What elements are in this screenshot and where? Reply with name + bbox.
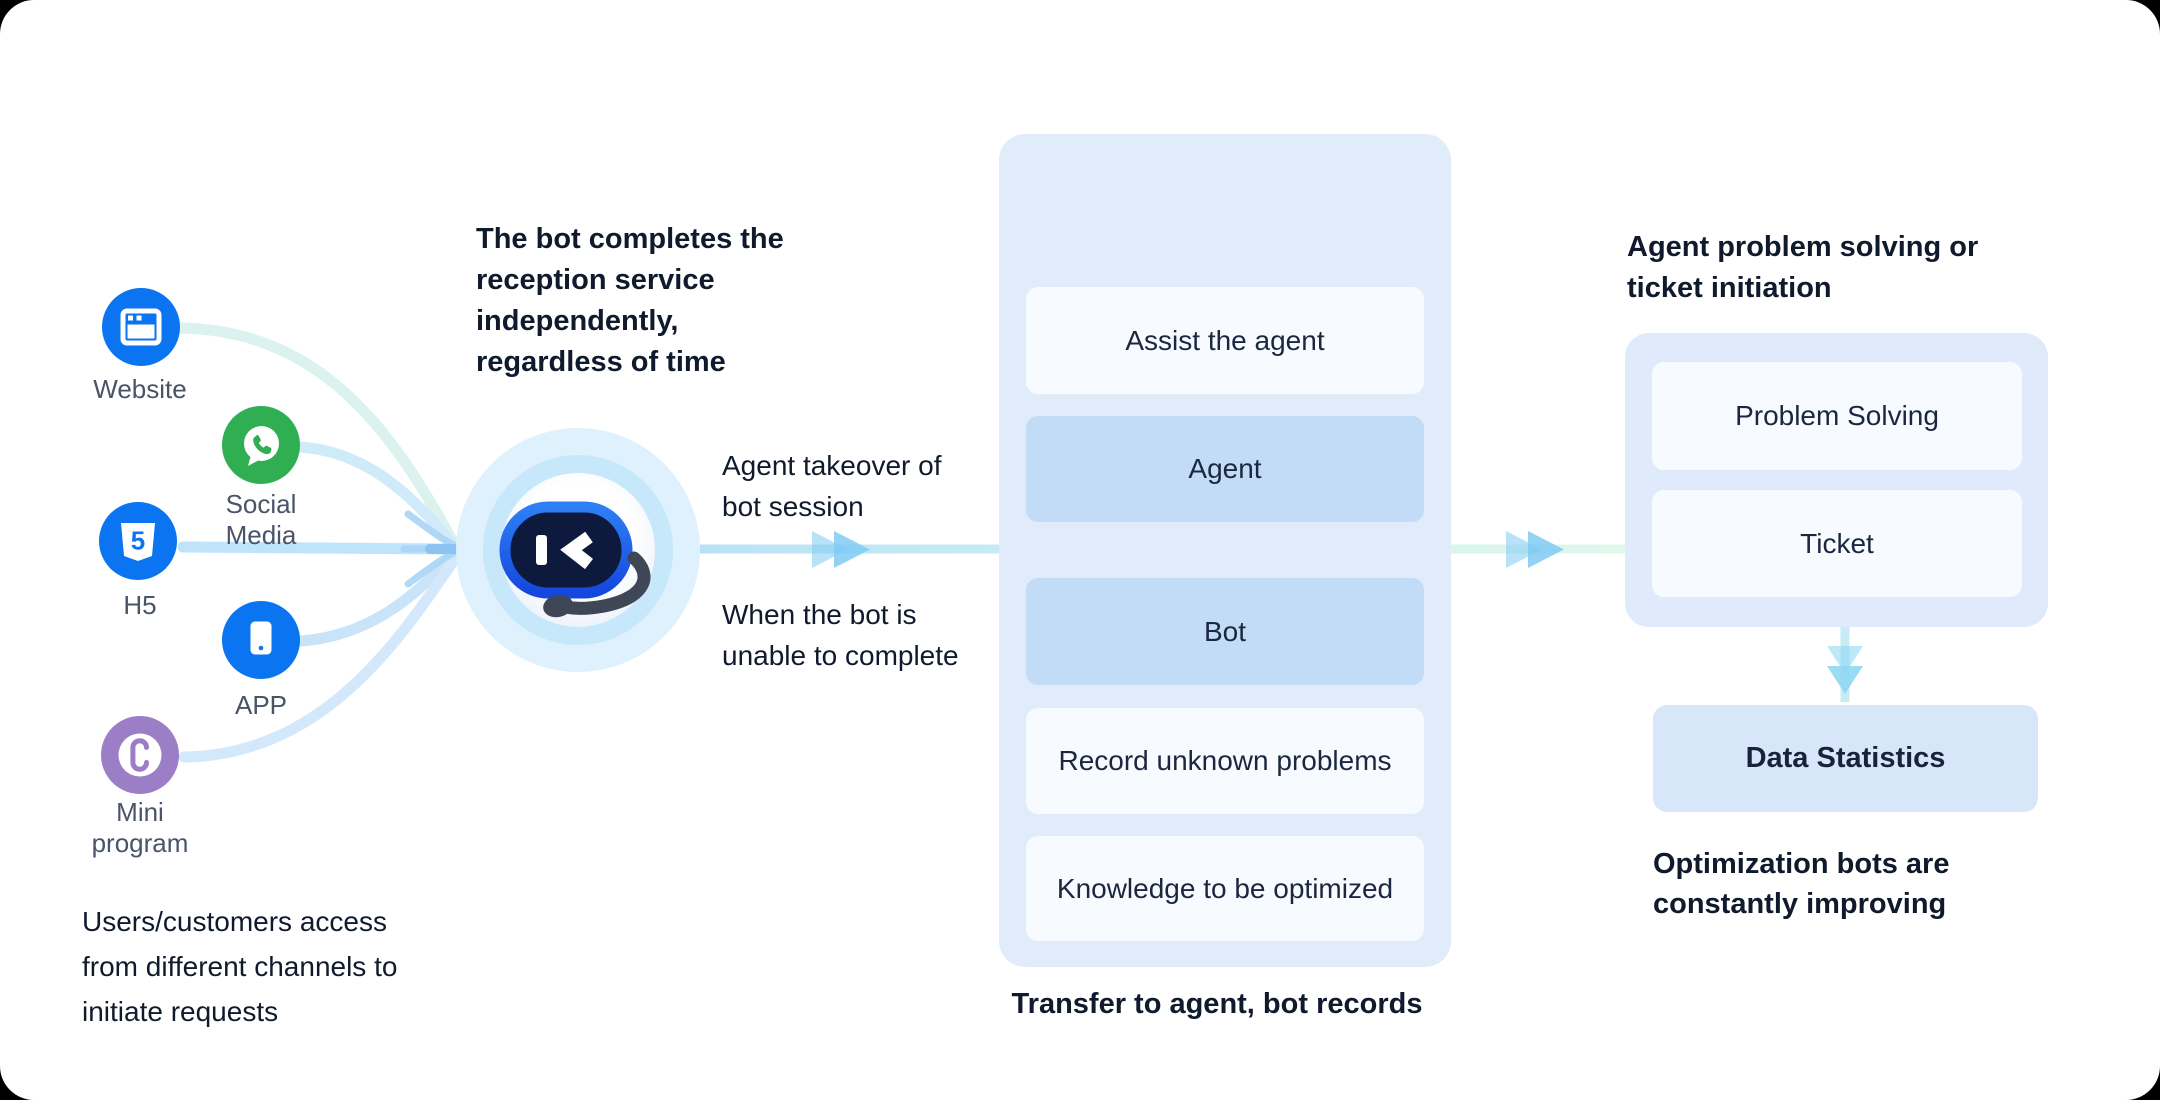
box-label: Bot [1203, 615, 1247, 647]
channel-label-h5: H5 [123, 590, 157, 620]
channel-label-website: Website [93, 374, 187, 404]
box-label: Agent [1188, 453, 1262, 484]
transfer-caption: Transfer to agent, bot records [1011, 988, 1423, 1020]
channels-caption: Users/customers access from different ch… [82, 906, 398, 1027]
box-label: Knowledge to be optimized [1056, 872, 1394, 904]
right-panel-header: Agent problem solving or ticket initiati… [1627, 231, 1979, 304]
svg-text:5: 5 [131, 526, 145, 556]
box-agent: Agent [1026, 416, 1424, 522]
bot-description: The bot completes the reception service … [476, 223, 784, 378]
transfer-panel: Assist the agent Agent Bot Record unknow… [999, 134, 1451, 967]
channel-label-mini-program: Mini program [91, 797, 189, 858]
channel-website [102, 288, 180, 366]
box-label: Ticket [1800, 527, 1874, 559]
optimization-caption: Optimization bots are constantly improvi… [1653, 848, 1950, 920]
channel-label-app: APP [234, 690, 288, 720]
channel-connector-curves [174, 322, 477, 763]
html5-icon: 5 [99, 502, 177, 580]
browser-icon [102, 288, 180, 366]
arrow-right-icon [1506, 531, 1564, 568]
box-label: Data Statistics [1745, 742, 1946, 774]
box-knowledge-to-be-optimized: Knowledge to be optimized [1026, 836, 1424, 941]
box-data-statistics: Data Statistics [1653, 705, 2038, 812]
bot-headset-icon [456, 428, 700, 672]
channel-h5: 5 [99, 502, 177, 580]
box-problem-solving: Problem Solving [1652, 362, 2022, 470]
arrow-right-icon [812, 531, 870, 568]
channel-app [222, 601, 300, 679]
flow-label-top: Agent takeover of bot session [722, 450, 942, 522]
channel-mini-program [101, 716, 179, 794]
flow-label-bottom: When the bot is unable to complete [722, 599, 959, 671]
box-assist-the-agent: Assist the agent [1026, 287, 1424, 394]
box-ticket: Ticket [1652, 490, 2022, 597]
arrow-down-icon [1827, 627, 1863, 702]
box-label: Record unknown problems [1058, 745, 1392, 776]
resolution-panel: Problem Solving Ticket [1625, 333, 2048, 627]
whatsapp-icon [222, 406, 300, 484]
channel-label-social-media: Social Media [225, 489, 297, 550]
smartphone-icon [222, 601, 300, 679]
box-bot: Bot [1026, 578, 1424, 685]
miniprogram-icon [101, 716, 179, 794]
box-label: Assist the agent [1125, 324, 1325, 356]
box-record-unknown-problems: Record unknown problems [1026, 708, 1424, 814]
channel-social-media [222, 406, 300, 484]
box-label: Problem Solving [1735, 400, 1939, 431]
